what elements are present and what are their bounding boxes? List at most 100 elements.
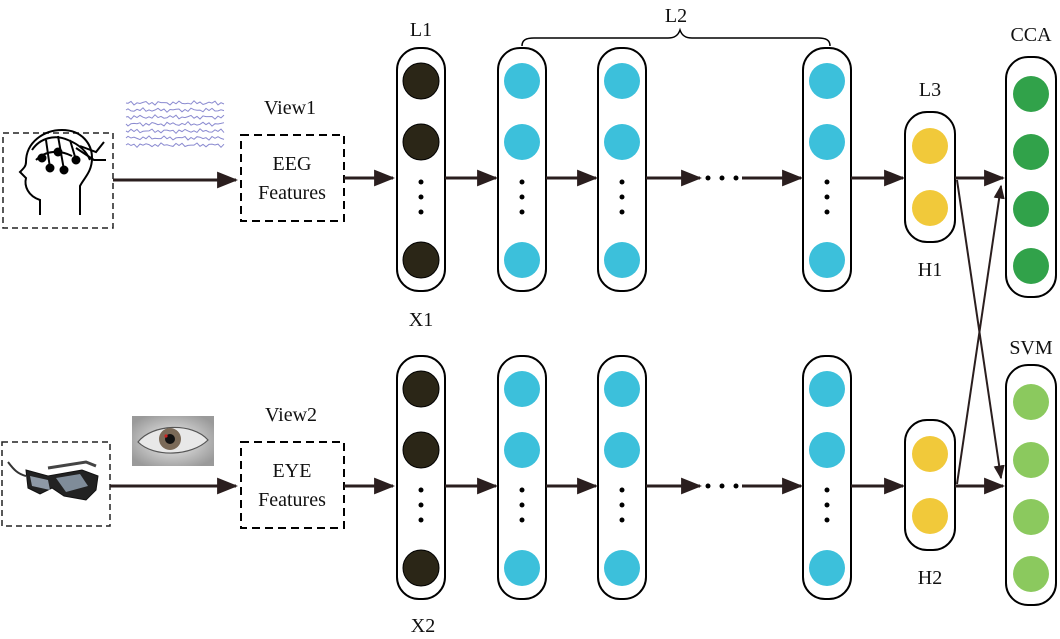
svm-output-column-node (1013, 384, 1049, 420)
hidden-layer-column-node (504, 63, 540, 99)
hidden-layer-column-ellipsis-dot (519, 209, 525, 215)
cca-output-column-node (1013, 76, 1049, 112)
eye-photo-icon (132, 416, 214, 466)
input-layer-column-node (402, 62, 440, 100)
h2-label: H2 (918, 567, 942, 589)
hidden-layer-column-node (504, 371, 540, 407)
hidden-layer-column-ellipsis-dot (519, 487, 525, 493)
hidden-layer-column-ellipsis-dot (519, 502, 525, 508)
eye-tracking-glasses-icon (7, 460, 99, 501)
shared-layer-node (912, 128, 948, 164)
hidden-layer-column-node (809, 242, 845, 278)
hidden-layer-column-ellipsis-dot (519, 179, 525, 185)
hidden-layer-column-ellipsis-dot (824, 502, 830, 508)
eeg-head-frame (2, 132, 114, 229)
h1-label: H1 (918, 259, 942, 281)
hidden-layer-column-ellipsis-dot (519, 517, 525, 523)
layer-ellipsis-dot (733, 175, 739, 181)
hidden-layer-column-node (604, 371, 640, 407)
hidden-layer-column-ellipsis-dot (619, 194, 625, 200)
hidden-layer-column-node (809, 371, 845, 407)
eye-features-line2: Features (258, 489, 326, 511)
hidden-layer-column-ellipsis-dot (519, 194, 525, 200)
layer-ellipsis-dot (705, 483, 711, 489)
hidden-layer-column-ellipsis-dot (619, 179, 625, 185)
hidden-layer-column-node (809, 550, 845, 586)
input-layer-column (396, 47, 446, 292)
layer2-brace (521, 27, 831, 47)
cca-output-column-node (1013, 191, 1049, 227)
hidden-layer-column-ellipsis-dot (824, 194, 830, 200)
eeg-signal-waves-icon (125, 100, 225, 149)
eye-branch: View2 EYE Features X2 H2 SVM (1, 337, 1053, 637)
input-layer-column-node (402, 241, 440, 279)
input-layer-column-node (402, 370, 440, 408)
hidden-layer-column-node (604, 63, 640, 99)
hidden-layer-column-node (809, 124, 845, 160)
eeg-branch: View1 EEG Features L1 X1 L2 L3 H1 CCA (2, 5, 1052, 331)
eeg-wave-line (125, 142, 225, 149)
hidden-layer-column-node (809, 63, 845, 99)
input-layer-column-ellipsis-dot (418, 179, 424, 185)
hidden-layer-column-node (504, 432, 540, 468)
input-layer-column-node (402, 123, 440, 161)
cca-label: CCA (1010, 24, 1052, 46)
hidden-layer-column-node (604, 432, 640, 468)
hidden-layer-column-ellipsis-dot (619, 209, 625, 215)
eeg-wave-line (125, 135, 225, 141)
hidden-layer-column-node (604, 124, 640, 160)
view2-label: View2 (265, 404, 317, 426)
shared-layer-node (912, 436, 948, 472)
x2-label: X2 (411, 615, 435, 637)
input-layer-column-ellipsis-dot (418, 194, 424, 200)
layer-ellipsis-dot (705, 175, 711, 181)
hidden-layer-column-ellipsis-dot (824, 209, 830, 215)
eeg-wave-line (125, 114, 225, 120)
hidden-layer-column-ellipsis-dot (619, 517, 625, 523)
eeg-features-box (240, 134, 345, 222)
eye-features-line1: EYE (273, 460, 312, 482)
layer-ellipsis-dot (719, 175, 725, 181)
cca-output-column-node (1013, 134, 1049, 170)
x1-label: X1 (409, 309, 433, 331)
eeg-wave-line (125, 107, 225, 113)
svm-output-column-node (1013, 556, 1049, 592)
arrow-h2-to-cca (956, 184, 1005, 485)
view1-label: View1 (264, 97, 316, 119)
input-layer-column-node (402, 549, 440, 587)
layer-ellipsis-dot (719, 483, 725, 489)
hidden-layer-column-ellipsis-dot (824, 517, 830, 523)
layer-ellipsis-dot (733, 483, 739, 489)
shared-layer-node (912, 498, 948, 534)
hidden-layer-column-node (604, 242, 640, 278)
eeg-wave-line (125, 128, 225, 135)
eeg-wave-line (125, 100, 225, 106)
svm-label: SVM (1009, 337, 1053, 359)
head-with-electrodes-icon (18, 128, 106, 215)
eye-features-box (240, 441, 345, 529)
hidden-layer-column-node (809, 432, 845, 468)
hidden-layer-column (597, 355, 647, 600)
hidden-layer-column-ellipsis-dot (619, 487, 625, 493)
hidden-layer-column (597, 47, 647, 292)
hidden-layer-column-ellipsis-dot (824, 487, 830, 493)
input-layer-column (396, 355, 446, 600)
cross-connections (955, 169, 1006, 495)
svm-output-column-node (1013, 499, 1049, 535)
network-layers (396, 47, 1057, 606)
shared-layer-node (912, 190, 948, 226)
input-layer-column-node (402, 431, 440, 469)
layer1-label: L1 (410, 19, 432, 41)
hidden-layer-column (802, 355, 852, 600)
hidden-layer-column (802, 47, 852, 292)
svm-output-column-node (1013, 442, 1049, 478)
layer3-label: L3 (919, 79, 941, 101)
cca-output-column (1005, 56, 1057, 298)
layer2-label: L2 (665, 5, 687, 27)
eeg-features-line1: EEG (273, 153, 312, 175)
hidden-layer-column (497, 47, 547, 292)
hidden-layer-column-node (604, 550, 640, 586)
svm-output-column (1005, 364, 1057, 606)
